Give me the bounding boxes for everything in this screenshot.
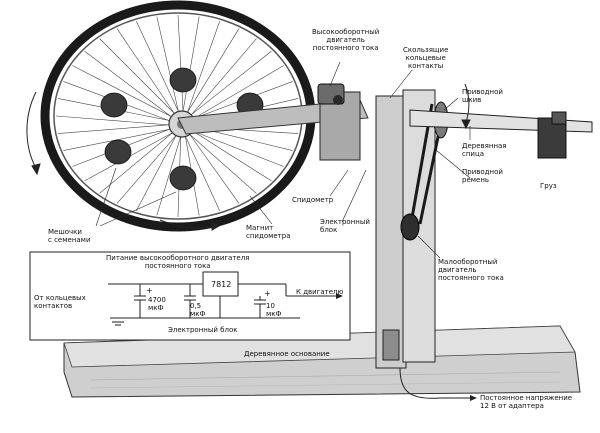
wheel-spoke xyxy=(189,129,284,167)
wheel-spoke xyxy=(136,132,178,212)
load-weight xyxy=(537,111,567,159)
wheel-spoke xyxy=(182,16,200,115)
label-slip-rings: Скользящие кольцевые контакты xyxy=(403,46,449,70)
label-speedometer-magnet: Магнит спидометра xyxy=(246,224,291,240)
label-drive-belt: Приводной ремень xyxy=(462,168,503,184)
wheel-spoke xyxy=(156,16,180,115)
wheel-spoke xyxy=(84,50,174,119)
wheel-spoke xyxy=(99,130,175,194)
rotation-arrows xyxy=(26,83,471,231)
low-speed-motor xyxy=(400,213,420,241)
wooden-base xyxy=(63,325,581,398)
capacitor-4700: 4700 мкФ xyxy=(148,296,166,312)
wheel-spoke xyxy=(183,133,220,212)
wheel-spoke xyxy=(63,128,174,151)
wheel-spoke xyxy=(185,28,240,115)
label-load: Груз xyxy=(540,182,557,190)
wheel-spoke xyxy=(191,65,284,121)
capacitor-0-5: 0,5 мкФ xyxy=(190,302,206,318)
wheel-spoke xyxy=(190,129,272,182)
wheel-spoke xyxy=(188,50,272,117)
label-electronic-unit: Электронный блок xyxy=(320,218,370,234)
wheel-spoke xyxy=(136,20,181,115)
wheel-spoke xyxy=(187,132,257,194)
label-seed-bags: Мешочки с семенами xyxy=(48,228,91,244)
leader-lines xyxy=(95,61,471,259)
label-wooden-base: Деревянное основание xyxy=(244,350,330,358)
high-speed-motor xyxy=(317,83,345,105)
label-dc-supply: Постоянное напряжение 12 В от адаптера xyxy=(480,394,573,410)
wheel-spoke xyxy=(72,65,175,119)
circuit-caption: Электронный блок xyxy=(168,326,238,334)
regulator-7812: 7812 xyxy=(211,280,232,289)
plus-sign-2: + xyxy=(264,289,271,298)
label-wooden-spoke: Деревянная спица xyxy=(462,142,507,158)
wheel-spoke xyxy=(156,133,182,216)
dc-cable xyxy=(399,367,477,401)
circuit-title: Питание высокооборотного двигателя посто… xyxy=(106,254,250,270)
wheel-spoke xyxy=(177,14,184,115)
wheel-spoke xyxy=(186,20,221,116)
capacitor-10: 10 мкФ xyxy=(266,302,282,318)
wheel-spoke xyxy=(116,132,179,204)
label-low-speed-motor: Малооборотный двигатель постоянного тока xyxy=(438,258,504,282)
label-high-speed-motor: Высокооборотный двигатель постоянного то… xyxy=(312,28,380,52)
label-speedometer: Спидометр xyxy=(292,196,334,204)
circuit-panel xyxy=(29,251,351,341)
wheel-spoke xyxy=(187,131,240,204)
wheel-spoke xyxy=(189,38,257,118)
label-drive-pulley: Приводной шкив xyxy=(462,88,503,104)
wheel-spoke xyxy=(55,115,173,126)
circuit-output-label: К двигателю xyxy=(296,288,344,296)
plus-sign-1: + xyxy=(146,286,153,295)
wheel-spoke xyxy=(99,38,177,116)
wheel-spoke xyxy=(57,124,173,134)
circuit-input-label: От кольцевых контактов xyxy=(34,294,86,310)
wheel-spoke xyxy=(116,28,177,117)
